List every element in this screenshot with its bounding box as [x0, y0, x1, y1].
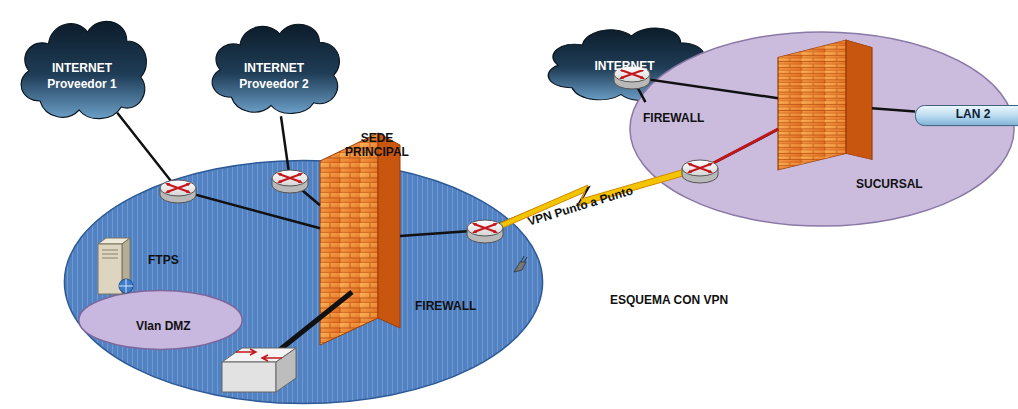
lan-segment: LAN 2 — [915, 105, 1018, 126]
branch-site: FIREWALL LAN 2 SUCURSAL — [628, 30, 1016, 228]
main-site: FTPSVlan DMZFIREWALLSEDE PRINCIPAL — [62, 158, 545, 406]
internet-cloud: INTERNET Proveedor 1 — [12, 8, 152, 128]
node-label: INTERNET Proveedor 1 — [40, 60, 124, 92]
main-site-shape — [62, 158, 545, 406]
router-icon — [682, 160, 718, 183]
node-label: FTPS — [148, 252, 179, 268]
node-label: LAN 2 — [915, 106, 1018, 122]
vpn-lightning — [498, 167, 692, 229]
internet-cloud: INTERNET Proveedor 2 — [203, 12, 345, 122]
router-icon — [272, 170, 308, 193]
node-label: INTERNET — [537, 58, 712, 74]
internet-cloud: INTERNET — [537, 18, 712, 108]
firewall: FIREWALL — [320, 133, 400, 345]
node-label: Vlan DMZ — [136, 318, 191, 334]
branch-site-shape — [628, 30, 1016, 228]
firewall-shape — [778, 40, 872, 170]
firewall: FIREWALL — [778, 40, 872, 170]
router-icon — [467, 220, 503, 243]
node-label: SUCURSAL — [856, 176, 923, 192]
dmz-vlan: FTPSVlan DMZ — [78, 290, 243, 350]
lan-switch — [222, 348, 296, 392]
node-label: FIREWALL — [415, 298, 476, 314]
firewall-shape — [320, 133, 400, 345]
node-label: FIREWALL — [643, 110, 704, 126]
ftps-server: FTPS — [92, 236, 192, 298]
node-label: INTERNET Proveedor 2 — [232, 60, 316, 92]
router-icon — [160, 180, 196, 203]
diagram-label: ESQUEMA CON VPN — [610, 292, 728, 308]
node-label: SEDE PRINCIPAL — [337, 131, 417, 160]
